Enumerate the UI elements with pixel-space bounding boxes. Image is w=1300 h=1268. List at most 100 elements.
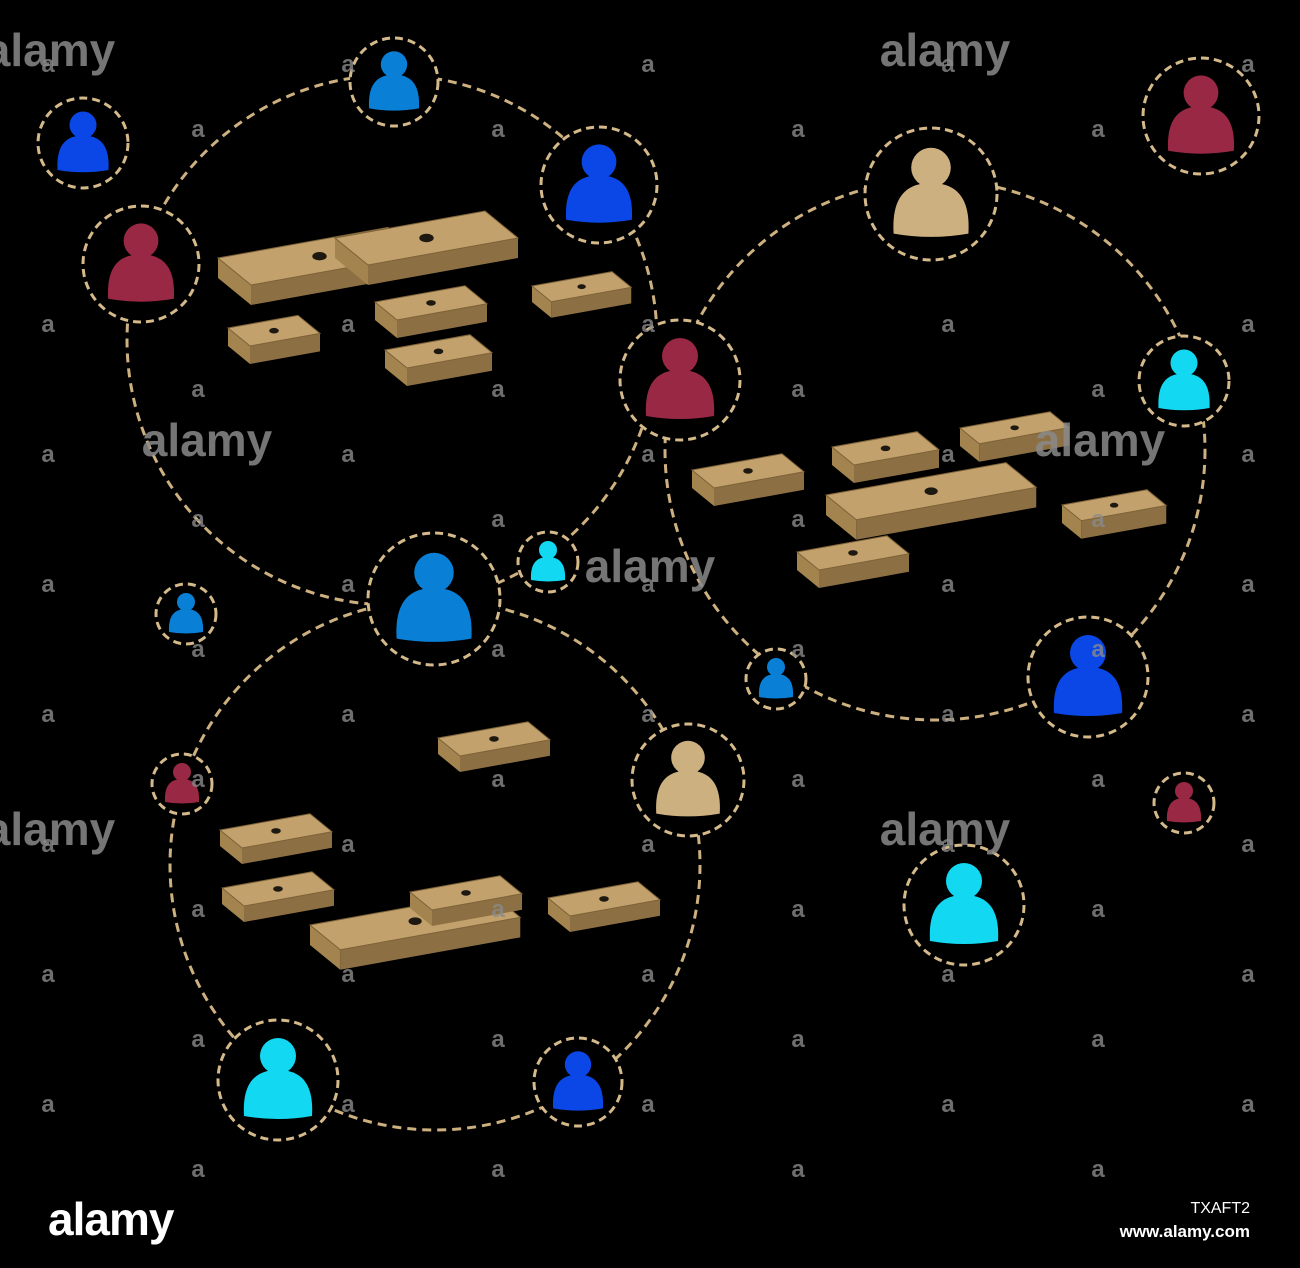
watermark-mark: a: [641, 441, 655, 468]
puzzle-2: [333, 210, 520, 285]
footer-logo: alamy: [48, 1193, 174, 1245]
watermark-mark: a: [941, 51, 955, 78]
puzzle-17: [408, 875, 524, 926]
watermark-word: alamy: [0, 803, 116, 855]
person-nodes: [36, 36, 1261, 1142]
person-node-p15: [36, 96, 130, 190]
puzzle-pieces: [216, 210, 1168, 970]
watermark-mark: a: [641, 311, 655, 338]
watermark-mark: a: [41, 51, 55, 78]
person-icon: [645, 338, 715, 419]
watermark-word: alamy: [142, 414, 273, 466]
watermark-mark: a: [191, 1156, 205, 1183]
person-node-p5: [516, 530, 580, 594]
watermark-mark: a: [491, 896, 505, 923]
watermark-mark: a: [941, 1091, 955, 1118]
watermark-mark: a: [791, 766, 805, 793]
watermark-mark: a: [341, 961, 355, 988]
watermark-mark: a: [491, 636, 505, 663]
watermark-mark: a: [1241, 701, 1255, 728]
watermark-mark: a: [941, 441, 955, 468]
watermark-mark: a: [191, 1026, 205, 1053]
person-icon: [1166, 782, 1202, 823]
person-icon: [1158, 349, 1210, 411]
puzzle-18: [546, 881, 662, 932]
watermark-mark: a: [41, 961, 55, 988]
watermark-mark: a: [41, 831, 55, 858]
person-node-p19: [902, 843, 1026, 967]
person-icon: [656, 740, 720, 817]
puzzle-5: [373, 285, 489, 338]
watermark-mark: a: [1091, 896, 1105, 923]
watermark-mark: a: [41, 311, 55, 338]
puzzle-9: [958, 411, 1071, 462]
watermark-mark: a: [941, 831, 955, 858]
watermark-layer: alamyalamyalamyalamyalamyalamyalamyaaaaa…: [0, 24, 1255, 1183]
watermark-mark: a: [1091, 1156, 1105, 1183]
person-node-p3: [81, 204, 201, 324]
person-node-p4: [618, 318, 742, 442]
puzzle-7: [690, 453, 806, 506]
watermark-mark: a: [1241, 51, 1255, 78]
person-node-p11: [150, 752, 214, 816]
watermark-mark: a: [491, 766, 505, 793]
person-icon: [893, 147, 969, 237]
watermark-mark: a: [791, 1156, 805, 1183]
footer-url: www.alamy.com: [1119, 1222, 1250, 1241]
watermark-mark: a: [641, 701, 655, 728]
watermark-mark: a: [191, 116, 205, 143]
person-node-p17: [154, 582, 218, 646]
watermark-mark: a: [491, 376, 505, 403]
puzzle-4: [226, 314, 322, 364]
person-node-p9: [1026, 615, 1150, 739]
person-icon: [168, 593, 204, 634]
watermark-mark: a: [341, 571, 355, 598]
watermark-mark: a: [941, 311, 955, 338]
person-node-p6: [366, 531, 502, 667]
footer-bar: alamy TXAFT2 www.alamy.com: [0, 1182, 1300, 1268]
person-node-p12: [630, 722, 746, 838]
watermark-mark: a: [791, 1026, 805, 1053]
person-icon: [929, 863, 999, 944]
watermark-mark: a: [791, 506, 805, 533]
person-node-p10: [744, 647, 808, 711]
watermark-mark: a: [1241, 311, 1255, 338]
watermark-mark: a: [791, 896, 805, 923]
puzzle-13: [436, 721, 552, 772]
watermark-mark: a: [491, 1026, 505, 1053]
watermark-mark: a: [341, 1091, 355, 1118]
person-icon: [396, 552, 472, 642]
watermark-mark: a: [1091, 116, 1105, 143]
watermark-mark: a: [41, 441, 55, 468]
puzzle-11: [1060, 489, 1168, 539]
watermark-mark: a: [941, 961, 955, 988]
watermark-mark: a: [1091, 506, 1105, 533]
person-icon: [1053, 635, 1123, 716]
watermark-mark: a: [41, 571, 55, 598]
watermark-word: alamy: [0, 24, 116, 76]
puzzle-8: [830, 431, 941, 483]
person-node-p8: [1137, 334, 1231, 428]
watermark-mark: a: [191, 636, 205, 663]
watermark-mark: a: [941, 571, 955, 598]
person-icon: [1167, 75, 1235, 154]
watermark-mark: a: [41, 701, 55, 728]
person-icon: [107, 223, 175, 302]
person-node-p13: [216, 1018, 340, 1142]
watermark-mark: a: [641, 831, 655, 858]
watermark-mark: a: [191, 766, 205, 793]
watermark-mark: a: [641, 571, 655, 598]
person-node-p16: [1141, 56, 1261, 176]
watermark-mark: a: [1241, 831, 1255, 858]
watermark-mark: a: [791, 116, 805, 143]
person-node-p1: [348, 36, 440, 128]
watermark-mark: a: [1241, 961, 1255, 988]
watermark-mark: a: [941, 701, 955, 728]
watermark-mark: a: [341, 51, 355, 78]
watermark-mark: a: [1091, 1026, 1105, 1053]
watermark-mark: a: [1091, 636, 1105, 663]
puzzle-14: [218, 813, 334, 864]
watermark-mark: a: [491, 1156, 505, 1183]
watermark-mark: a: [191, 376, 205, 403]
